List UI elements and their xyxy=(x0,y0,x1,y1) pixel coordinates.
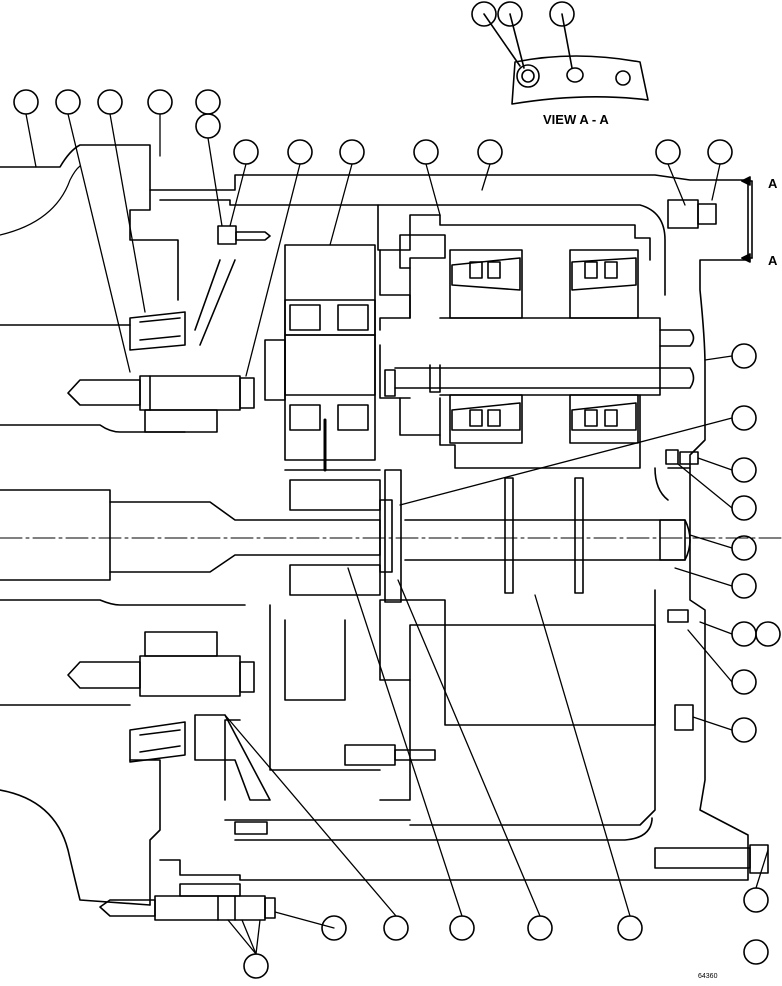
section-marker: A A xyxy=(741,176,778,268)
callout-bubble xyxy=(655,139,681,165)
callout-bubble xyxy=(731,669,757,695)
callout-bubble xyxy=(195,89,221,115)
callout-bubble xyxy=(497,1,523,27)
callout-bubble xyxy=(617,915,643,941)
view-a-a-plug-inner xyxy=(521,69,535,83)
callout-bubble xyxy=(731,717,757,743)
small-gear-package xyxy=(264,244,381,472)
view-a-a-inset: VIEW A - A xyxy=(483,13,649,127)
callout-bubble xyxy=(707,139,733,165)
taper-bearings xyxy=(449,249,639,444)
view-a-a-label: VIEW A - A xyxy=(543,112,609,127)
callout-bubble xyxy=(731,457,757,483)
view-a-a-hole-2 xyxy=(615,70,631,86)
callout-bubble xyxy=(449,915,475,941)
callout-bubble xyxy=(243,953,269,979)
leader xyxy=(509,13,525,69)
central-shaft xyxy=(0,469,782,603)
callout-bubble xyxy=(731,573,757,599)
view-a-a-plate xyxy=(511,55,649,105)
callout-bubble xyxy=(195,113,221,139)
figure-number: 64360 xyxy=(698,973,718,980)
callout-bubble xyxy=(233,139,259,165)
planet-carrier xyxy=(377,204,695,469)
callout-bubble xyxy=(731,535,757,561)
callout-bubble xyxy=(97,89,123,115)
callout-bubble xyxy=(743,887,769,913)
section-marker-top-label: A xyxy=(768,176,778,191)
callout-bubble xyxy=(477,139,503,165)
callout-bubble xyxy=(549,1,575,27)
section-marker-bottom-label: A xyxy=(768,253,778,268)
callout-bubble xyxy=(55,89,81,115)
bottom-bolts xyxy=(99,883,276,921)
callout-bubble xyxy=(743,939,769,965)
leader xyxy=(483,13,521,67)
lower-assembly xyxy=(67,599,769,874)
callout-bubble xyxy=(321,915,347,941)
callout-bubble xyxy=(287,139,313,165)
left-frame xyxy=(0,144,246,906)
leader-lines xyxy=(25,113,769,955)
callout-bubble xyxy=(755,621,781,647)
callout-bubble xyxy=(147,89,173,115)
callout-bubble xyxy=(731,405,757,431)
leader xyxy=(561,13,573,69)
callout-bubble xyxy=(413,139,439,165)
callout-bubble xyxy=(731,343,757,369)
view-a-a-hole xyxy=(566,67,584,83)
callout-bubble xyxy=(731,495,757,521)
right-fittings xyxy=(665,199,717,731)
callout-bubble xyxy=(471,1,497,27)
upper-stud-assembly xyxy=(67,225,271,433)
callout-bubble xyxy=(383,915,409,941)
callout-bubble xyxy=(527,915,553,941)
callout-bubble xyxy=(731,621,757,647)
callout-bubble xyxy=(339,139,365,165)
callout-bubble xyxy=(13,89,39,115)
callout-bubbles xyxy=(13,1,781,979)
view-a-a-plug-outer xyxy=(516,64,540,88)
